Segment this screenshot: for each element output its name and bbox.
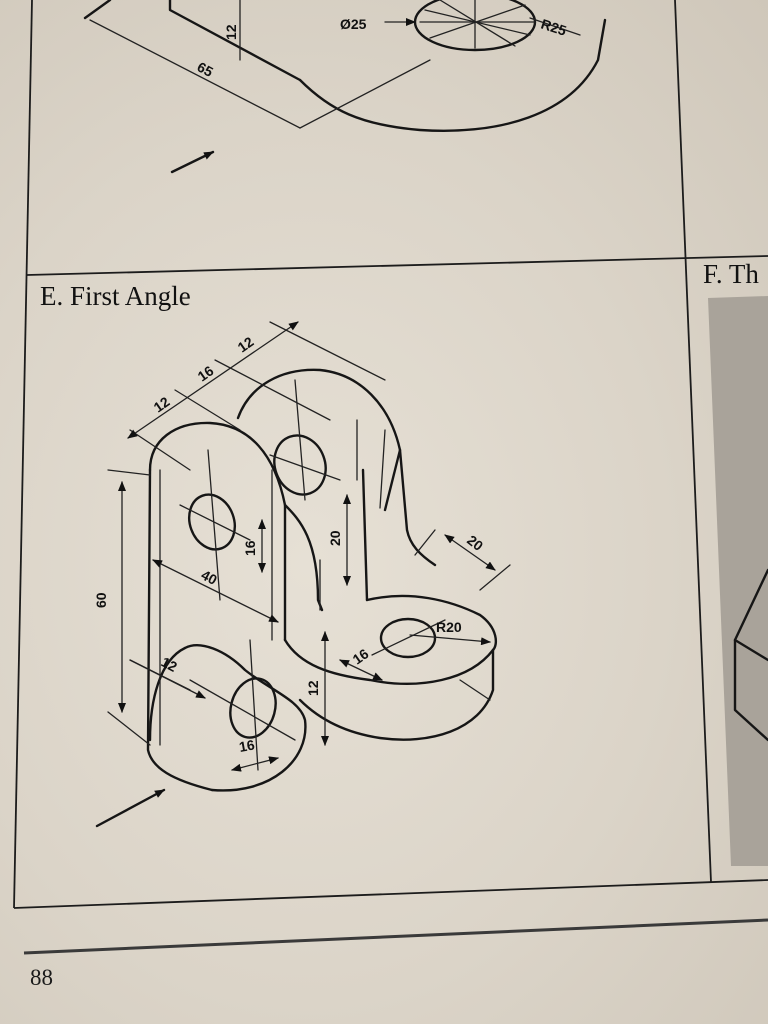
top-length-dim-line — [89, 19, 301, 129]
top-rounded-end — [298, 18, 607, 132]
lug-offset-dim-line — [444, 534, 496, 571]
shading-lines — [159, 419, 358, 746]
dim-hole-spacing: 40 — [199, 567, 220, 589]
dim-base-radius: R20 — [436, 619, 462, 635]
base-radius-dim-line — [409, 634, 491, 646]
base-lug-outline — [365, 594, 498, 652]
dimension-lines — [118, 321, 496, 772]
top-width-dim-line — [127, 321, 299, 439]
left-border-line — [13, 0, 33, 909]
panel-f-grey-area — [708, 296, 768, 866]
main-isometric-drawing: 12 16 12 60 16 20 20 40 R20 16 12 12 16 — [93, 321, 511, 828]
dim-overall-height: 60 — [93, 592, 109, 608]
dim-hole-dia-upper: 16 — [242, 540, 258, 556]
top-height-label: 12 — [223, 24, 239, 40]
top-body-edge — [168, 0, 302, 82]
row-divider-line — [26, 255, 768, 276]
top-radius-leader — [529, 17, 581, 36]
dim-slot-height: 20 — [327, 530, 343, 546]
bottom-border-line — [13, 879, 768, 909]
dim-base-thickness: 12 — [305, 680, 321, 696]
front-hole-dim-line — [231, 756, 279, 772]
panel-borders — [13, 0, 768, 955]
panel-e-title: E. First Angle — [40, 281, 191, 311]
page-number: 88 — [30, 965, 53, 990]
front-offset-dim-line — [129, 659, 206, 699]
panel-f-partial-object — [733, 568, 768, 742]
top-edge-line — [83, 0, 112, 20]
dim-front-offset: 12 — [159, 654, 180, 676]
top-diameter-label: Ø25 — [340, 16, 367, 32]
dim-top-width-b: 16 — [195, 362, 217, 384]
panel-f-image — [708, 296, 768, 866]
front-upright-left-edge — [146, 468, 214, 792]
top-leader-line — [299, 59, 431, 129]
top-view-direction-arrow — [170, 150, 215, 174]
top-partial-drawing: Ø25 R25 65 12 — [83, 0, 607, 174]
rear-upright-inner-edge — [361, 468, 369, 602]
top-hatch-lines — [419, 0, 536, 49]
footer-rule — [23, 918, 768, 955]
front-upright-hole — [188, 493, 236, 551]
top-length-label: 65 — [195, 59, 216, 81]
base-front-edge — [298, 648, 495, 741]
front-lobe-outline — [183, 644, 307, 792]
front-upright-outline — [148, 421, 287, 642]
top-radius-label: R25 — [539, 16, 569, 39]
dim-top-width-a: 12 — [151, 393, 173, 415]
base-hole — [379, 617, 437, 659]
view-direction-arrow — [95, 788, 166, 828]
base-hole-dim-line — [339, 659, 383, 681]
hole-spacing-dim-line — [152, 559, 279, 623]
front-lobe-hole — [229, 677, 277, 739]
center-divider-line — [674, 0, 712, 883]
dim-hole-dia-front: 16 — [238, 736, 256, 754]
panel-f-title: F. Th — [703, 259, 759, 289]
dim-hole-dia-base: 16 — [350, 645, 372, 667]
